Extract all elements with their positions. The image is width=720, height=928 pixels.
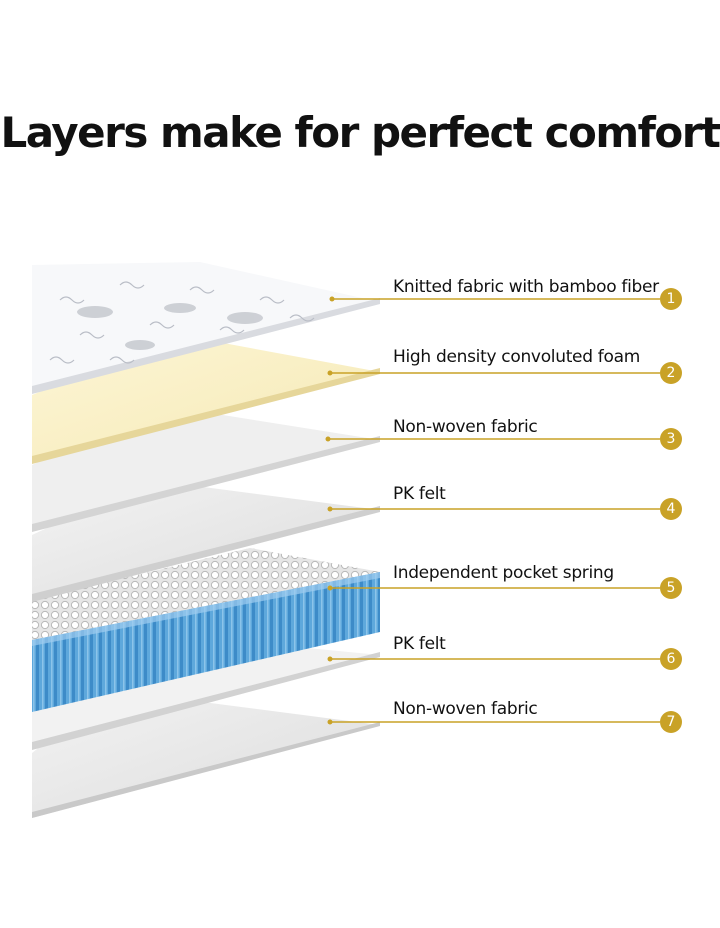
layer-3-number-badge: 3 [660, 428, 682, 450]
layer-7-number-badge: 7 [660, 711, 682, 733]
layer-2-number-badge: 2 [660, 362, 682, 384]
leader-lines [328, 298, 660, 723]
layer-5-pocket-spring [32, 548, 380, 712]
layer-3-label: Non-woven fabric [393, 417, 538, 437]
layer-1-knitted-fabric [32, 262, 380, 394]
layer-4-number-badge: 4 [660, 498, 682, 520]
layer-4-label: PK felt [393, 484, 446, 504]
layer-6-number-badge: 6 [660, 648, 682, 670]
layer-2-label: High density convoluted foam [393, 347, 640, 367]
layer-5-number-badge: 5 [660, 577, 682, 599]
layer-5-label: Independent pocket spring [393, 563, 614, 583]
layer-1-label: Knitted fabric with bamboo fiber [393, 277, 659, 297]
layer-4-pk-felt [32, 480, 380, 602]
page-title: Layers make for perfect comfort [0, 108, 720, 157]
layer-7-label: Non-woven fabric [393, 699, 538, 719]
layer-6-label: PK felt [393, 634, 446, 654]
leader-dots [325, 296, 335, 725]
layer-1-number-badge: 1 [660, 288, 682, 310]
